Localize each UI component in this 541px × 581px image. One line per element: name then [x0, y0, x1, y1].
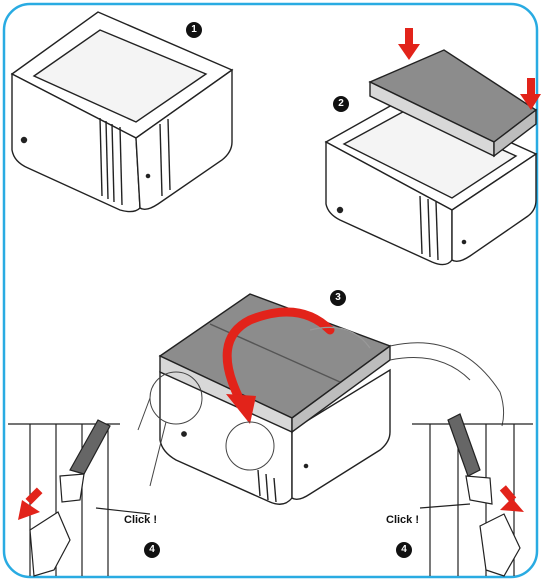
- click-callout-right: Click !: [386, 514, 420, 526]
- step1-box: [10, 11, 234, 213]
- step-1-badge: 1: [186, 22, 202, 38]
- step3-fold-arrow-head: [226, 394, 256, 424]
- step-2-badge: 2: [333, 96, 349, 112]
- step-4-left-badge: 4: [144, 542, 160, 558]
- step2-arrow-left: [398, 28, 420, 60]
- step3-box: [159, 368, 391, 505]
- step2-box: [324, 95, 538, 266]
- step3-fold-arrow: [222, 307, 335, 405]
- step-4-right-badge: 4: [396, 542, 412, 558]
- step3-hint-arrow: [309, 326, 371, 349]
- step2-arrow-right: [520, 78, 541, 110]
- step-3-badge: 3: [330, 290, 346, 306]
- zoom-link-left: [137, 397, 167, 487]
- step4-left-detail: [8, 419, 151, 577]
- step4-right-detail: [412, 413, 533, 577]
- zoom-link-right: [389, 342, 505, 427]
- step4-right-arrow: [499, 485, 524, 512]
- click-callout-left: Click !: [124, 514, 158, 526]
- step4-left-arrow: [18, 487, 43, 520]
- zoom-circle-right: [225, 421, 275, 471]
- step2-lid: [368, 49, 538, 158]
